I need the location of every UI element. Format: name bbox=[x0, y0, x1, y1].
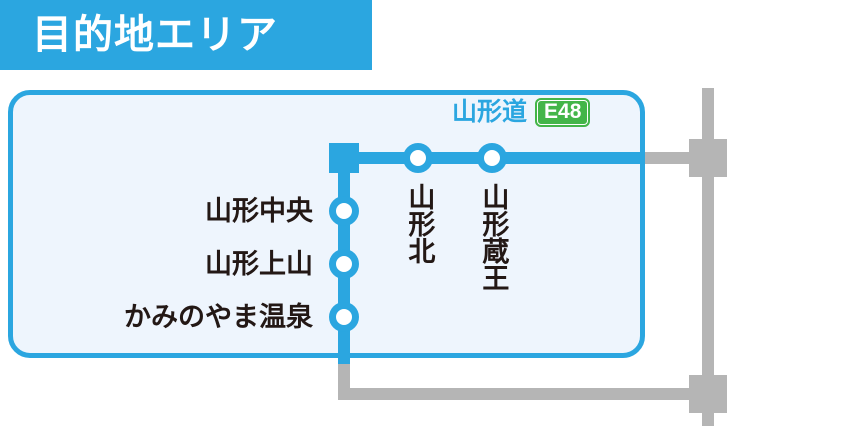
station-label-yamagata-kaminoyama: 山形上山 bbox=[205, 249, 313, 279]
gray-road-right-vertical-middle bbox=[702, 174, 714, 392]
station-node-kaminoyama-onsen[interactable] bbox=[329, 302, 359, 332]
station-node-yamagata-chuo[interactable] bbox=[329, 196, 359, 226]
destination-area-panel bbox=[8, 90, 645, 358]
route-shield-badge: E48 bbox=[535, 98, 591, 127]
station-node-yamagata-kita[interactable] bbox=[403, 143, 433, 173]
station-label-yamagata-chuo: 山形中央 bbox=[205, 196, 313, 226]
route-map: 山形道 E48 山形中央 山形上山 かみのやま温泉 山形北 山形蔵王 bbox=[0, 70, 850, 426]
station-node-yamagata-zao[interactable] bbox=[477, 143, 507, 173]
station-label-yamagata-zao: 山形蔵王 bbox=[478, 183, 509, 291]
station-node-yamagata-kaminoyama[interactable] bbox=[329, 249, 359, 279]
gray-road-bottom-horizontal bbox=[338, 388, 710, 400]
station-label-kaminoyama-onsen: かみのやま温泉 bbox=[124, 302, 313, 332]
gray-junction-upper-node[interactable] bbox=[689, 139, 727, 177]
gray-junction-lower-node[interactable] bbox=[689, 375, 727, 413]
route-name-text: 山形道 bbox=[452, 98, 528, 126]
gray-road-left-vertical-drop bbox=[338, 354, 350, 394]
route-label: 山形道 E48 bbox=[452, 98, 591, 127]
header-banner: 目的地エリア bbox=[0, 0, 372, 70]
page-title: 目的地エリア bbox=[32, 13, 278, 57]
station-label-yamagata-kita: 山形北 bbox=[404, 183, 435, 264]
blue-junction-square-node[interactable] bbox=[329, 143, 359, 173]
